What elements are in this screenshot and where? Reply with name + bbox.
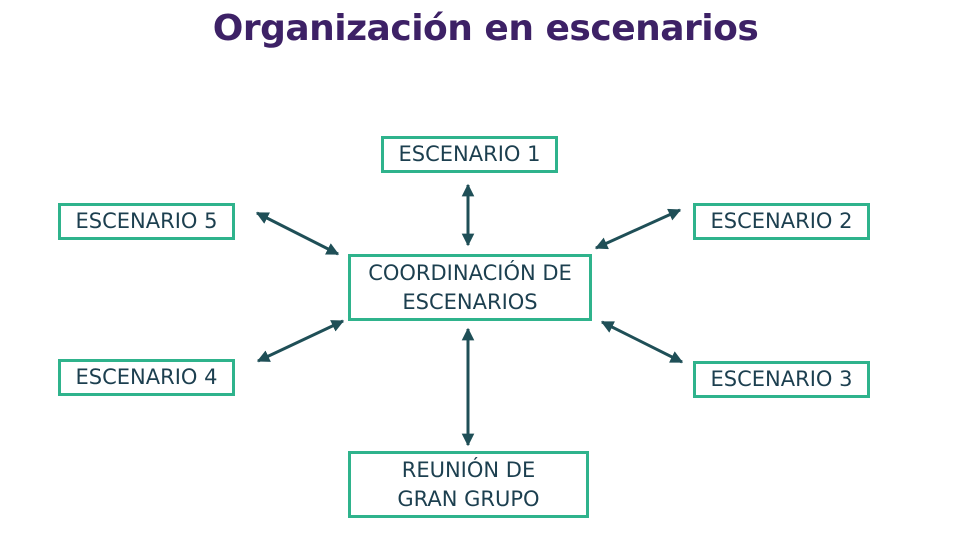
arrow-center-esc4 (256, 319, 345, 363)
arrow-center-esc3 (600, 320, 684, 364)
arrow-center-esc5 (255, 211, 340, 256)
escenario-4-label: ESCENARIO 4 (75, 365, 218, 390)
gran-grupo-label-line1: REUNIÓN DE (401, 458, 536, 483)
escenario-4-box: ESCENARIO 4 (58, 359, 235, 396)
escenario-1-box: ESCENARIO 1 (381, 136, 558, 173)
gran-grupo-label-line2: GRAN GRUPO (397, 486, 540, 511)
escenario-3-label: ESCENARIO 3 (710, 367, 853, 392)
escenario-5-box: ESCENARIO 5 (58, 203, 235, 240)
coordinacion-box: COORDINACIÓN DE ESCENARIOS (348, 254, 592, 321)
escenario-2-label: ESCENARIO 2 (710, 209, 853, 234)
arrow-center-esc2 (594, 208, 682, 250)
escenario-5-label: ESCENARIO 5 (75, 209, 218, 234)
escenario-2-box: ESCENARIO 2 (693, 203, 870, 240)
coordinacion-label-line2: ESCENARIOS (402, 289, 538, 314)
escenario-3-box: ESCENARIO 3 (693, 361, 870, 398)
gran-grupo-box: REUNIÓN DE GRAN GRUPO (348, 451, 589, 518)
escenario-1-label: ESCENARIO 1 (398, 142, 541, 167)
page-title: Organización en escenarios (212, 8, 759, 49)
coordinacion-label-line1: COORDINACIÓN DE (368, 261, 572, 286)
